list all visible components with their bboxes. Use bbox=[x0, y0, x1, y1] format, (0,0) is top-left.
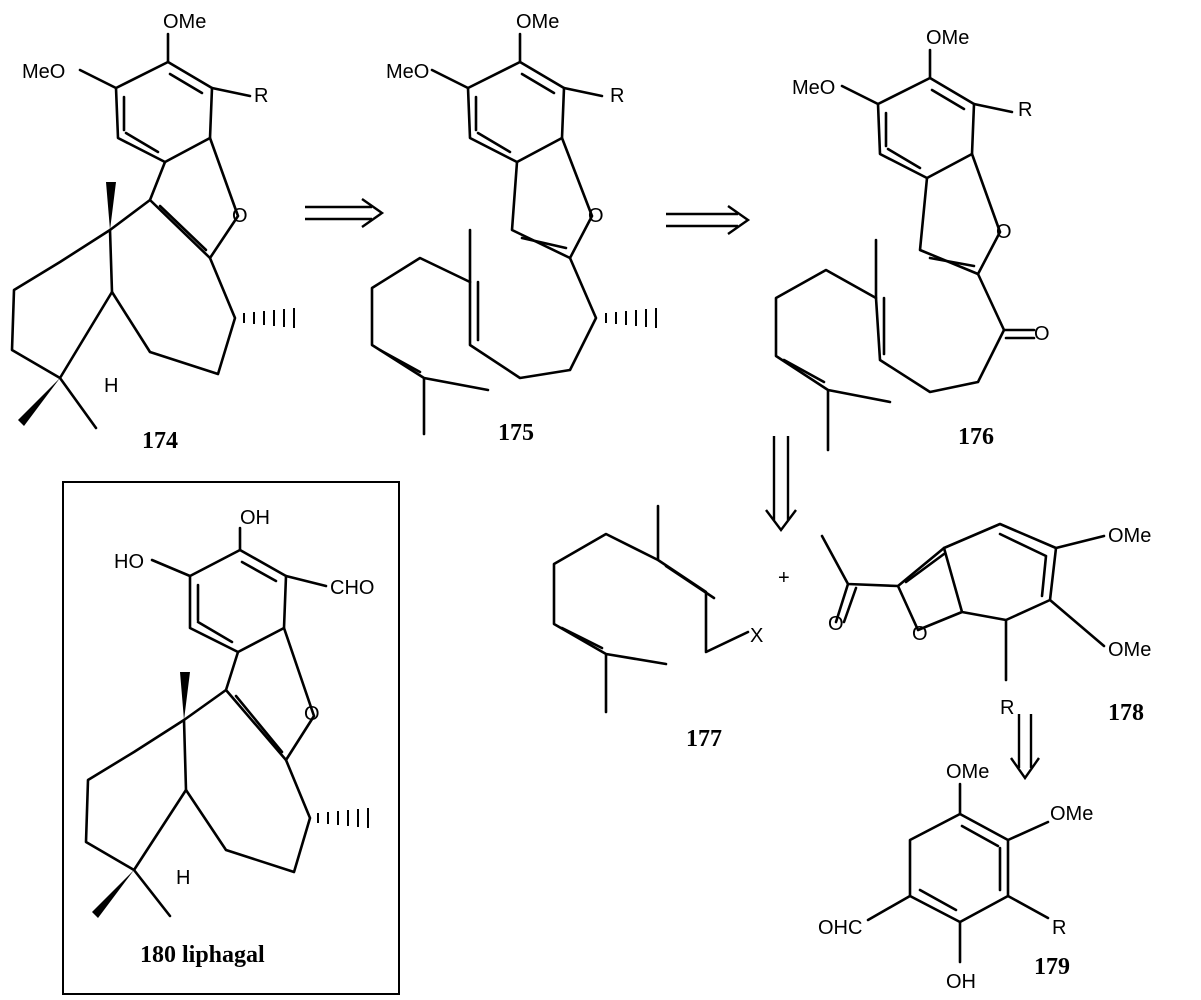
label-meo: MeO bbox=[386, 61, 429, 83]
methyl-bond bbox=[58, 376, 98, 430]
retro-arrow-3 bbox=[765, 436, 797, 532]
furan-double-bond bbox=[928, 256, 976, 268]
label-ho: HO bbox=[114, 551, 144, 573]
compound-number: 174 bbox=[142, 428, 178, 454]
ring-backbone bbox=[820, 522, 1106, 588]
benzofuran-rings bbox=[896, 546, 1106, 682]
benzene-ring bbox=[466, 60, 566, 164]
retro-arrow-4 bbox=[1010, 714, 1040, 781]
wedge-methyl-top bbox=[106, 182, 116, 230]
label-ome: OMe bbox=[163, 11, 206, 33]
compound-number: 179 bbox=[1034, 954, 1070, 980]
label-carbonyl-o: O bbox=[828, 613, 844, 635]
seven-membered-ring bbox=[182, 688, 312, 874]
furan-ring bbox=[918, 152, 1002, 276]
label-ome-right: OMe bbox=[1050, 803, 1093, 825]
label-meo: MeO bbox=[792, 77, 835, 99]
compound-number: 176 bbox=[958, 424, 994, 450]
label-meo: MeO bbox=[22, 61, 65, 83]
compound-179: OMe OMe R OHC OH 179 bbox=[818, 761, 1093, 993]
alkene-double-bond-2 bbox=[782, 358, 826, 384]
label-h: H bbox=[176, 867, 190, 889]
substituent-bonds bbox=[78, 32, 252, 98]
furan-double-bond bbox=[158, 204, 208, 252]
ketone bbox=[1002, 328, 1036, 340]
wedge-methyl bbox=[92, 870, 134, 918]
label-oh: OH bbox=[946, 971, 976, 993]
label-oh: OH bbox=[240, 507, 270, 529]
compound-caption: 180 liphagal bbox=[140, 942, 265, 968]
benzene-ring bbox=[188, 548, 288, 654]
wedge-methyl bbox=[18, 378, 60, 426]
side-chain-2 bbox=[370, 256, 490, 436]
label-o: O bbox=[912, 623, 928, 645]
aromatic-double-bonds bbox=[196, 560, 278, 644]
label-ohc: OHC bbox=[818, 917, 862, 939]
compound-number: 178 bbox=[1108, 700, 1144, 726]
compound-number: 177 bbox=[686, 726, 722, 752]
compound-175: OMe MeO R O 175 bbox=[370, 11, 657, 446]
label-h: H bbox=[104, 375, 118, 397]
compound-180: OH HO CHO O H 180 liphagal bbox=[84, 507, 374, 968]
side-chain-2 bbox=[774, 268, 892, 452]
substituent-bonds bbox=[866, 782, 1050, 964]
cyclohexane-ring bbox=[84, 718, 188, 872]
label-r: R bbox=[1018, 99, 1032, 121]
chain bbox=[552, 504, 750, 714]
hashed-methyl bbox=[317, 808, 369, 828]
aromatic-double-bonds bbox=[918, 824, 1002, 912]
label-r: R bbox=[1052, 917, 1066, 939]
wedge-methyl-top bbox=[180, 672, 190, 720]
label-ome: OMe bbox=[926, 27, 969, 49]
benzene-ring bbox=[876, 76, 976, 180]
aromatic-double-bonds bbox=[474, 72, 556, 154]
substituent-bonds bbox=[150, 526, 328, 588]
label-x: X bbox=[750, 625, 763, 647]
alkene-double-bond-2 bbox=[378, 348, 422, 374]
hashed-methyl bbox=[605, 308, 657, 328]
substituent-bonds bbox=[840, 48, 1014, 114]
label-r: R bbox=[1000, 697, 1014, 719]
furan-double-bond bbox=[234, 694, 284, 754]
seven-membered-ring bbox=[108, 198, 237, 376]
side-chain bbox=[468, 228, 598, 380]
furan-ring bbox=[510, 136, 594, 260]
label-o: O bbox=[996, 221, 1012, 243]
carbonyl bbox=[834, 582, 858, 624]
label-r: R bbox=[610, 85, 624, 107]
cyclohexane-ring bbox=[10, 228, 114, 380]
retro-arrow-2 bbox=[666, 205, 751, 235]
label-ome-top: OMe bbox=[946, 761, 989, 783]
hashed-methyl bbox=[243, 308, 295, 328]
aromatic-double-bonds bbox=[904, 532, 1048, 598]
label-ome-bottom: OMe bbox=[1108, 639, 1151, 661]
furan-ring bbox=[148, 136, 240, 260]
label-o: O bbox=[588, 205, 604, 227]
label-r: R bbox=[254, 85, 268, 107]
double-bonds bbox=[560, 564, 716, 650]
benzene-ring bbox=[114, 60, 214, 164]
retro-arrow-1 bbox=[305, 198, 385, 228]
aromatic-double-bonds bbox=[884, 88, 966, 170]
methyl-bond bbox=[132, 868, 172, 918]
furan-ring bbox=[224, 626, 316, 762]
compound-174: OMe MeO R O H 174 bbox=[10, 11, 295, 454]
label-o: O bbox=[304, 703, 320, 725]
label-o: O bbox=[232, 205, 248, 227]
compound-177: X 177 bbox=[552, 504, 763, 752]
benzene-ring bbox=[908, 812, 1010, 924]
label-ome-top: OMe bbox=[1108, 525, 1151, 547]
compound-number: 175 bbox=[498, 420, 534, 446]
compound-178: O O OMe OMe R 178 bbox=[820, 522, 1151, 726]
aromatic-double-bonds bbox=[122, 72, 204, 154]
label-ome: OMe bbox=[516, 11, 559, 33]
label-cho: CHO bbox=[330, 577, 374, 599]
label-ketone-o: O bbox=[1034, 323, 1050, 345]
compound-176: OMe MeO R O O 176 bbox=[774, 27, 1050, 452]
furan-double-bond bbox=[520, 236, 568, 250]
liphagal-box bbox=[62, 481, 400, 995]
plus-sign: + bbox=[778, 567, 790, 589]
substituent-bonds bbox=[430, 32, 604, 98]
